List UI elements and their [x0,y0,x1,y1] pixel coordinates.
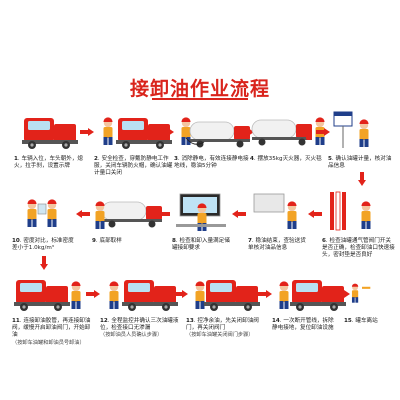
close-valves-illustration [195,280,260,311]
monitor-unloading-illustration [109,280,178,311]
page-title: 接卸油作业流程 [129,78,270,100]
vent-valve-check-illustration [330,191,371,231]
flow-arrow-right-icon [258,290,272,298]
title-underline [152,98,248,100]
bottom-sampling-illustration [95,201,163,229]
flow-arrow-right-icon [160,128,174,136]
delivery-note-check-illustration [253,193,297,229]
tank-measure-illustration [333,111,369,148]
flow-arrow-right-icon [80,128,94,136]
fire-extinguisher-illustration [251,117,325,146]
tank-capacity-check-illustration [176,193,226,231]
flow-arrow-down-icon [40,256,48,270]
flow-arrow-down-icon [358,172,366,186]
connect-hose-illustration [14,280,81,311]
static-grounding-illustration [181,117,251,148]
flow-arrow-right-icon [86,290,100,298]
density-compare-illustration [27,199,57,227]
truck-leaves-illustration [351,283,371,303]
